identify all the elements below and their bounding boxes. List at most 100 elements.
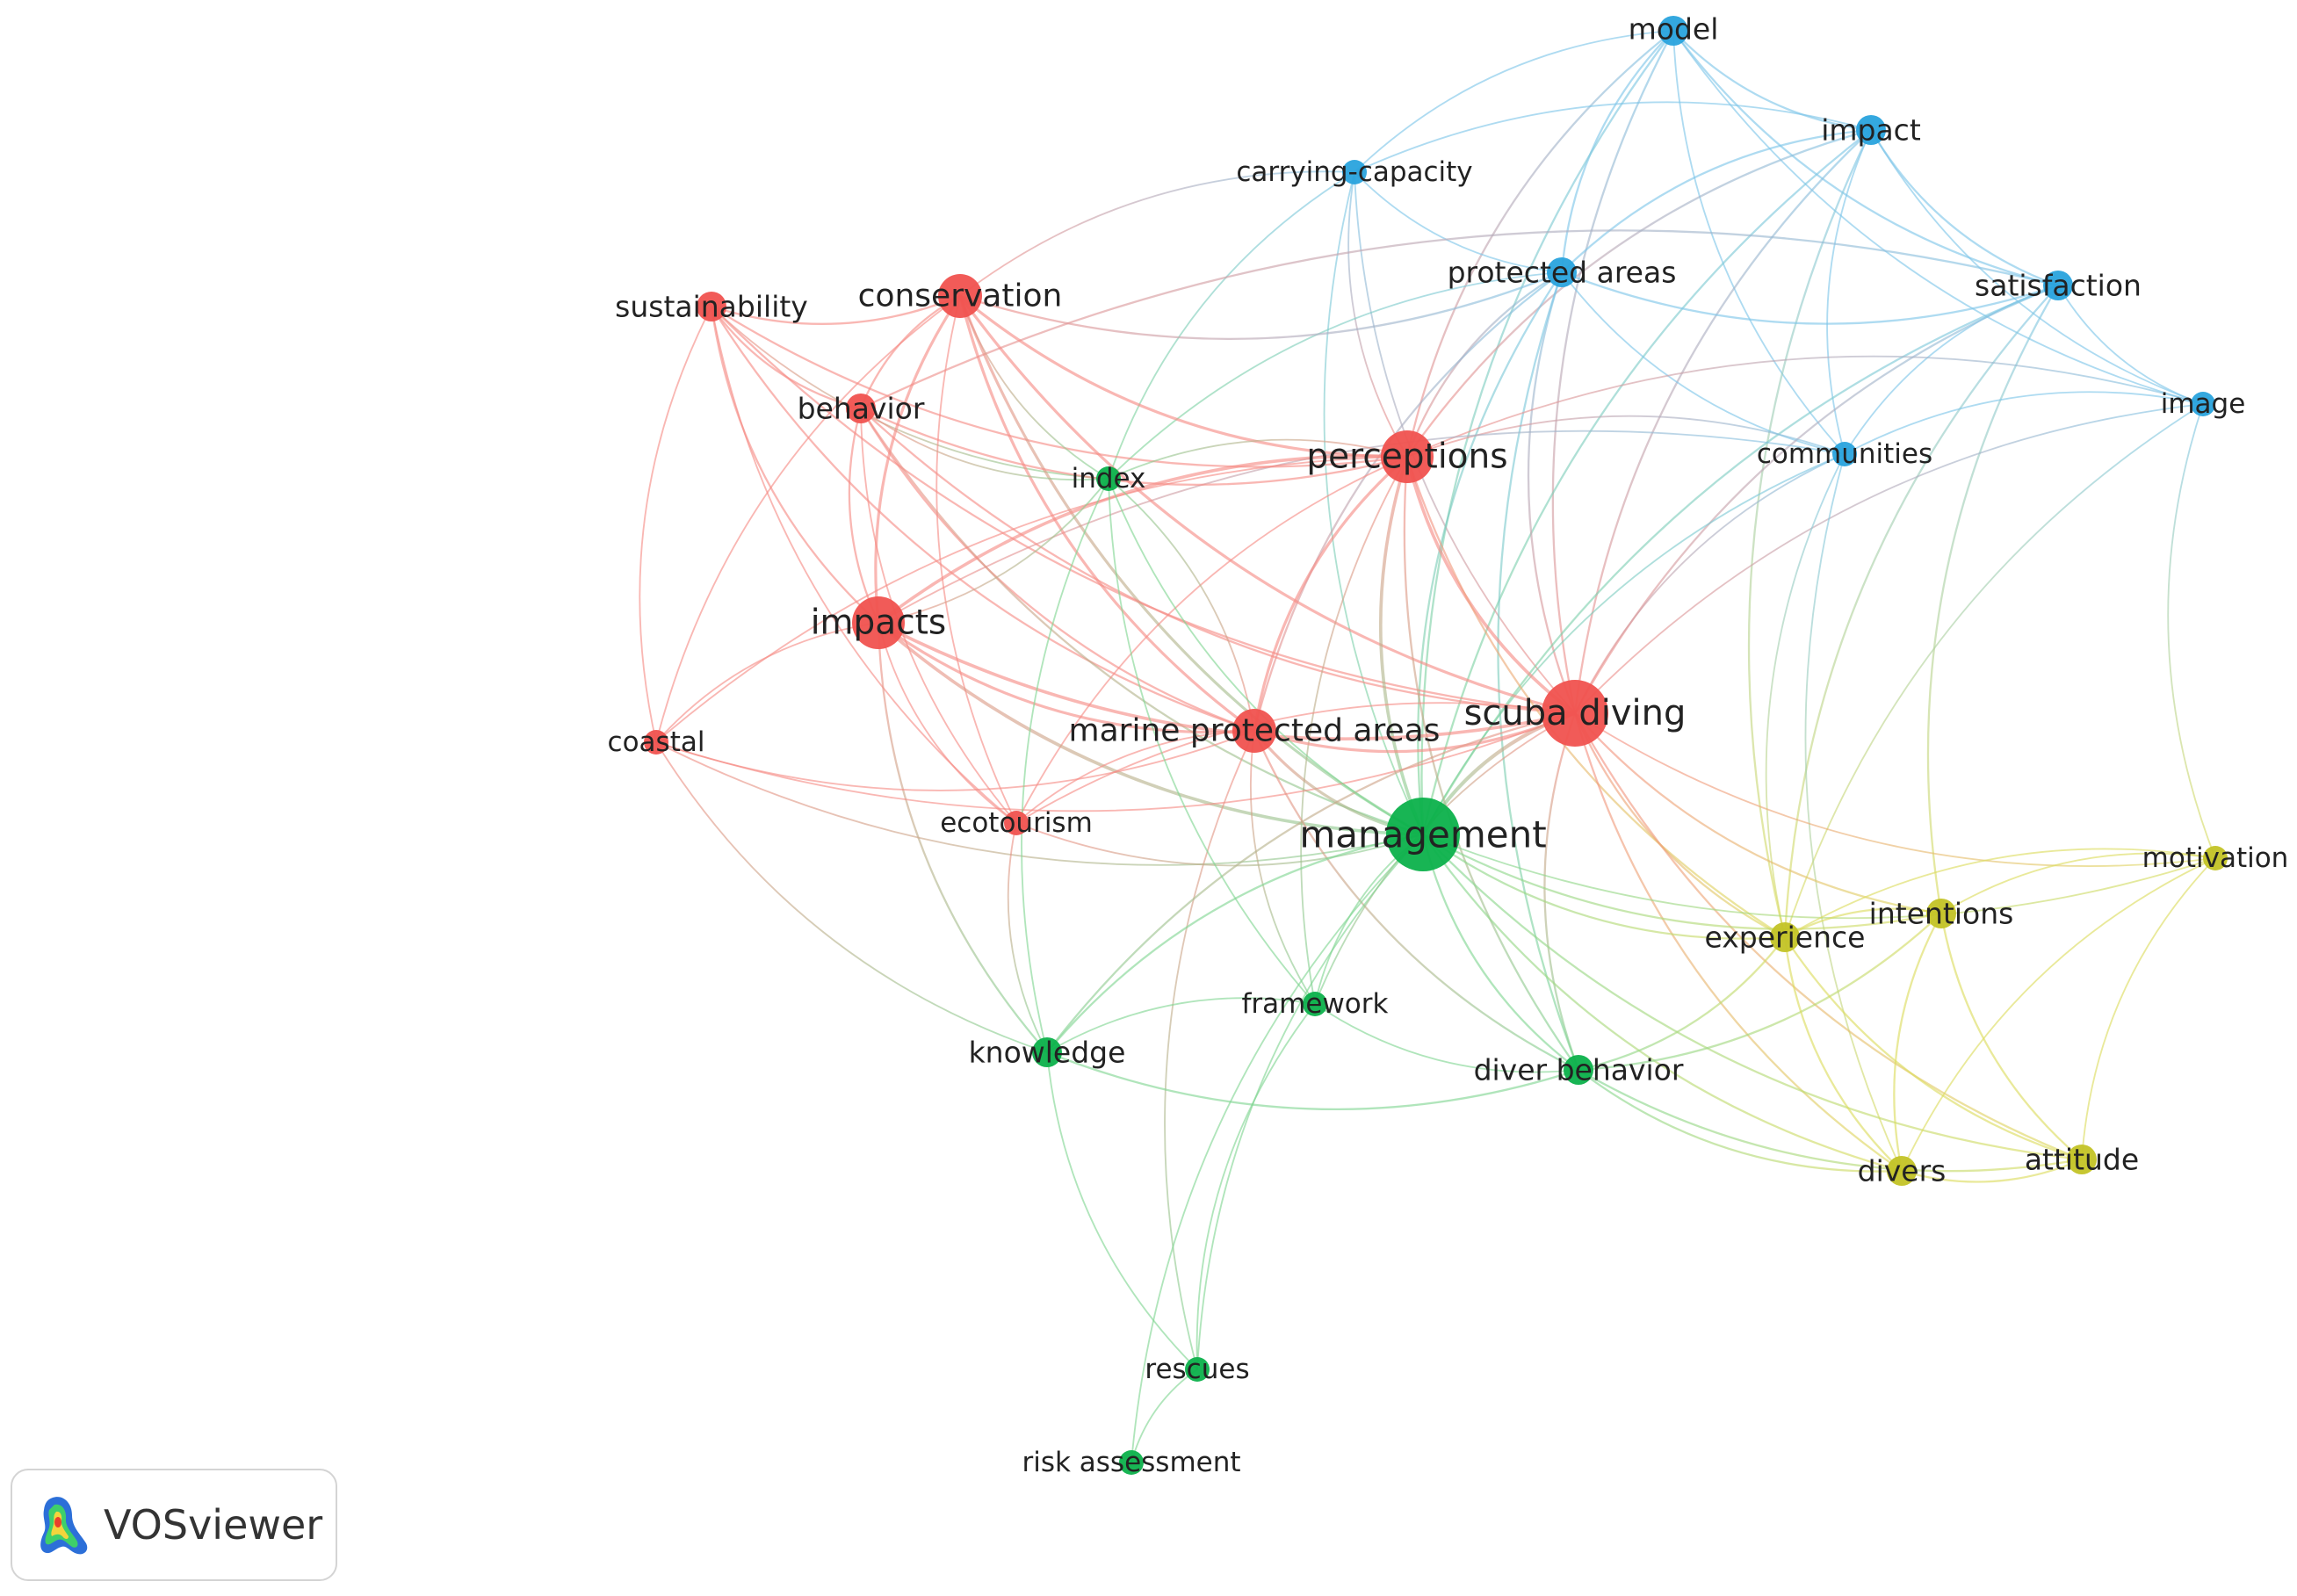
edge-perceptions-framework [1300,456,1408,1005]
node-communities[interactable] [1832,442,1857,466]
edge-management-divers [1421,833,1903,1173]
node-protected-areas[interactable] [1547,257,1577,287]
node-marine-protected-areas[interactable] [1232,709,1276,753]
edge-divers-attitude [1900,1158,2084,1183]
node-sustainability[interactable] [697,292,726,321]
node-carrying-capacity[interactable] [1342,160,1367,184]
node-scuba-diving[interactable] [1542,680,1608,747]
edge-conservation-marine-protected-areas [958,294,1256,733]
edge-scuba-diving-attitude [1573,711,2084,1161]
node-ecotourism[interactable] [1004,811,1029,835]
node-conservation[interactable] [938,274,982,318]
edge-behavior-perceptions [859,407,1409,486]
edge-satisfaction-communities [1844,285,2059,455]
node-label-intentions: intentions [1869,897,2014,931]
edge-perceptions-marine-protected-areas [1253,455,1409,733]
edge-motivation-intentions [1940,852,2216,914]
node-model[interactable] [1658,16,1688,46]
node-label-sustainability: sustainability [615,290,808,324]
node-label-diver-behavior: diver behavior [1474,1053,1684,1087]
edge-ecotourism-management [1015,822,1424,867]
edge-management-intentions [1421,833,1943,930]
node-index[interactable] [1096,466,1121,491]
edge-management-diver-behavior [1421,833,1580,1072]
edge-intentions-attitude [1939,912,2084,1161]
node-risk-assessment[interactable] [1119,1450,1144,1475]
node-label-framework: framework [1242,988,1389,1020]
node-divers[interactable] [1887,1156,1917,1186]
edge-impacts-management [877,621,1425,836]
edge-perceptions-diver-behavior [1403,455,1580,1072]
edge-impact-experience [1747,128,1873,939]
edge-scuba-diving-ecotourism [1015,702,1576,824]
node-impact[interactable] [1856,115,1886,145]
edge-satisfaction-experience [1783,284,2060,939]
edge-impacts-knowledge [877,621,1049,1054]
edge-communities-management [1422,453,1846,835]
edge-protected-areas-communities [1561,271,1846,455]
edge-sustainability-impacts [710,305,880,625]
edge-index-management [1108,478,1424,835]
edge-sustainability-coastal [639,306,712,743]
edge-marine-protected-areas-diver-behavior [1253,729,1580,1072]
edge-image-motivation [2167,403,2216,859]
edge-behavior-marine-protected-areas [859,407,1256,733]
edge-communities-scuba-diving [1574,453,1846,714]
node-rescues[interactable] [1185,1357,1210,1382]
edge-coastal-knowledge [655,741,1048,1053]
node-label-perceptions: perceptions [1306,437,1507,477]
node-perceptions[interactable] [1381,430,1434,483]
node-label-scuba-diving: scuba diving [1464,693,1687,733]
edge-motivation-experience [1784,848,2216,938]
edge-protected-areas-scuba-diving [1527,271,1577,715]
edge-scuba-diving-intentions [1573,711,1943,915]
edge-marine-protected-areas-index [1108,478,1255,732]
edge-conservation-perceptions [958,294,1409,459]
edge-impact-protected-areas [1560,128,1873,274]
node-behavior[interactable] [846,394,876,423]
edge-perceptions-index [1108,438,1408,480]
edge-management-rescues [1196,834,1424,1370]
vosviewer-badge: VOSviewer [11,1469,337,1581]
edge-framework-diver-behavior [1314,1003,1579,1073]
node-impacts[interactable] [852,596,905,649]
edge-protected-areas-perceptions [1405,271,1564,459]
edge-framework-rescues [1195,1003,1316,1370]
edge-carrying-capacity-index [1108,171,1355,480]
edge-intentions-divers [1893,912,1943,1173]
edge-index-framework [1108,478,1316,1005]
node-knowledge[interactable] [1032,1037,1062,1067]
node-framework[interactable] [1303,992,1327,1016]
edge-impact-carrying-capacity [1354,101,1872,173]
node-label-knowledge: knowledge [969,1036,1126,1070]
node-attitude[interactable] [2067,1145,2097,1174]
edge-communities-impacts [878,430,1846,624]
edge-model-scuba-diving [1551,29,1675,715]
node-intentions[interactable] [1926,899,1956,928]
node-motivation[interactable] [2203,846,2228,870]
node-label-management: management [1299,813,1546,856]
edge-model-image [1672,30,2204,405]
node-satisfaction[interactable] [2043,271,2073,300]
edge-framework-knowledge [1046,997,1316,1053]
node-label-image: image [2161,388,2246,420]
edge-image-scuba-diving [1574,403,2204,714]
edge-satisfaction-behavior [859,229,2060,410]
node-label-index: index [1072,463,1146,495]
edge-sustainability-scuba-diving [710,305,1577,715]
edge-impact-management [1421,128,1873,836]
node-label-impact: impact [1821,113,1921,148]
edge-marine-protected-areas-scuba-diving [1253,711,1577,754]
node-experience[interactable] [1770,922,1800,952]
node-image[interactable] [2191,392,2215,416]
node-management[interactable] [1386,798,1460,871]
edge-experience-attitude [1783,935,2084,1161]
node-coastal[interactable] [644,730,668,755]
edge-satisfaction-image [2057,285,2204,405]
edge-sustainability-perceptions [710,305,1409,468]
node-label-conservation: conservation [858,278,1063,314]
edge-protected-areas-marine-protected-areas [1253,271,1564,733]
node-diver-behavior[interactable] [1564,1055,1593,1085]
